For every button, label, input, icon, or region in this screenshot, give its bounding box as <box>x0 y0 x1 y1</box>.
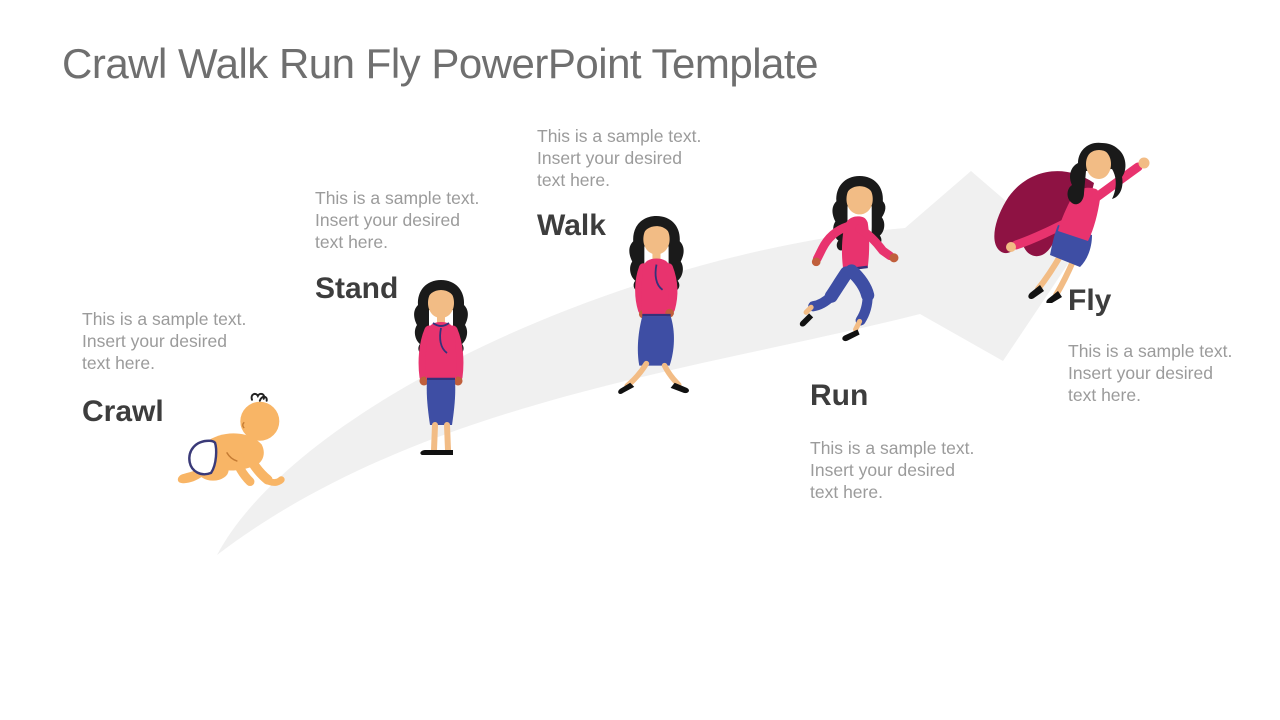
shoe-back <box>618 382 635 394</box>
neck <box>652 250 661 261</box>
walking-woman-illustration <box>612 214 705 403</box>
fist-up <box>1138 157 1150 169</box>
ankle-front <box>853 318 863 333</box>
chest-seam <box>654 264 664 291</box>
baby-ear-line <box>242 421 245 429</box>
fly-description: This is a sample text. Insert your desir… <box>1068 341 1233 405</box>
leg-left <box>431 422 438 453</box>
pant-calf-front <box>855 290 873 326</box>
baby-hand <box>266 476 285 486</box>
shoe-front <box>670 382 689 394</box>
slide-title: Crawl Walk Run Fly PowerPoint Template <box>62 40 818 87</box>
stand-label: Stand <box>315 272 399 305</box>
run-label: Run <box>810 379 869 412</box>
skirt <box>426 380 456 425</box>
crawl-description: This is a sample text. Insert your desir… <box>82 309 247 373</box>
hair-back <box>1067 142 1126 205</box>
chest-seam <box>439 327 448 354</box>
neck <box>437 314 445 324</box>
leg-back <box>624 360 650 389</box>
standing-woman-illustration <box>402 278 480 465</box>
torso-top <box>641 258 672 316</box>
sleeve-back <box>812 222 852 264</box>
crawling-baby-icon <box>177 392 285 487</box>
crawl-label: Crawl <box>82 395 164 428</box>
sleeve-back <box>635 263 648 315</box>
torso-top <box>425 322 457 379</box>
hair-front <box>1084 145 1114 162</box>
walk-label: Walk <box>537 209 606 242</box>
face <box>428 288 454 318</box>
shoe-left <box>420 450 439 455</box>
baby-belly-line <box>226 452 238 462</box>
face <box>643 224 670 255</box>
baby-arm-near <box>241 447 273 485</box>
shoe-front <box>842 329 860 342</box>
walking-woman-icon <box>618 216 689 394</box>
crawling-baby-illustration <box>176 392 291 502</box>
stand-description: This is a sample text. Insert your desir… <box>315 188 480 252</box>
fly-label: Fly <box>1068 284 1112 317</box>
standing-woman-icon <box>414 280 468 455</box>
flying-superwoman-illustration <box>986 141 1158 308</box>
baby-head <box>240 401 280 441</box>
leg-right <box>444 422 451 453</box>
shoe-front <box>1046 291 1062 305</box>
hair-front <box>844 180 875 199</box>
hair-front <box>641 220 672 239</box>
leg-back <box>1035 250 1065 292</box>
hand-back <box>1006 242 1016 252</box>
shoe-back <box>799 313 814 327</box>
torso-top <box>841 216 870 271</box>
shoe-back <box>1028 285 1044 300</box>
ankle-back <box>803 304 814 315</box>
walk-description: This is a sample text. Insert your desir… <box>537 126 702 190</box>
sleeve-front <box>855 224 895 261</box>
fist-back <box>811 257 821 267</box>
shoe-right <box>434 450 453 455</box>
baby-diaper <box>188 439 218 476</box>
hair-front <box>425 284 457 302</box>
running-woman-icon <box>799 176 899 342</box>
flying-superwoman-icon <box>994 142 1150 305</box>
fist-front <box>889 253 899 263</box>
leg-front <box>661 362 682 388</box>
running-woman-illustration <box>797 174 900 353</box>
face <box>846 184 873 215</box>
skirt <box>637 316 674 366</box>
run-description: This is a sample text. Insert your desir… <box>810 438 975 502</box>
baby-hair-curl <box>250 392 268 402</box>
torso-top <box>1058 187 1100 241</box>
sleeve-front <box>664 263 678 314</box>
neckline <box>432 322 450 327</box>
pant-calf-back <box>808 291 837 312</box>
face <box>1086 149 1111 179</box>
